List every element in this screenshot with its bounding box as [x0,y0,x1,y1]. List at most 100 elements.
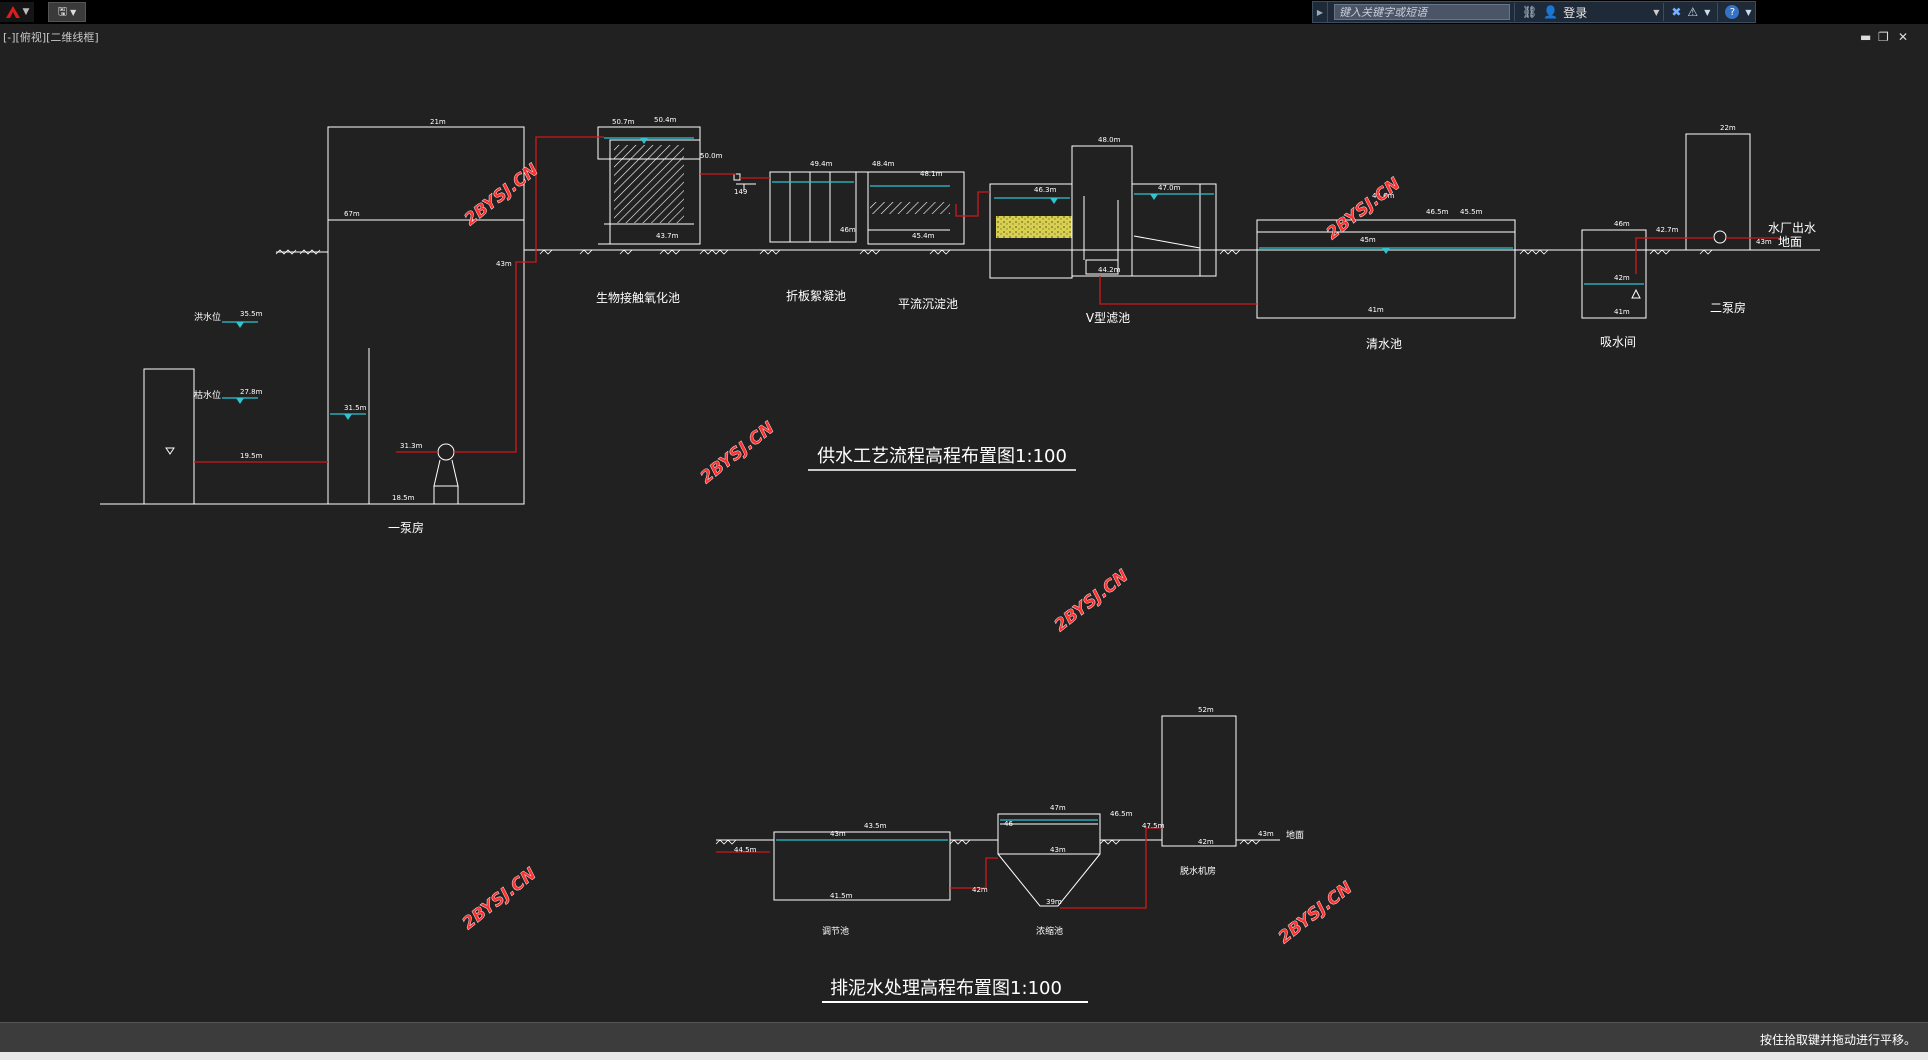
binoculars-icon[interactable]: ⛓ [1522,5,1538,19]
unit-label: 折板絮凝池 [786,288,846,303]
sloped-plates [870,202,950,214]
save-icon: 🖫 [57,4,68,18]
unit-label: 生物接触氧化池 [596,290,680,305]
unit-label: 一泵房 [388,520,424,535]
level-label: 45.4m [912,232,935,240]
level-label: 31.5m [344,404,367,412]
level-label: 67m [344,210,360,218]
level-label: 39m [1046,898,1062,906]
level-label: 46.5m [1426,208,1449,216]
watermark: 2BYSJ.CN [697,418,779,488]
level-label: 22m [1720,124,1736,132]
level-label: 43.5m [864,822,887,830]
pump-house-2 [1685,133,1751,251]
level-label: 35.5m [240,310,263,318]
chevron-down-icon: ▼ [22,7,30,17]
level-label: 46m [840,226,856,234]
divider [1514,3,1515,21]
level-label: 43m [1050,846,1066,854]
status-message: 按住拾取键并拖动进行平移。 [1759,1033,1916,1047]
level-label: 42m [972,886,988,894]
unit-label: 吸水间 [1600,335,1636,349]
intake-well [143,368,195,505]
unit-label: 脱水机房 [1180,865,1216,877]
unit-label: 枯水位 [194,389,221,401]
level-label: 52m [1198,706,1214,714]
level-label: 46 [1004,820,1013,828]
watermark: 2BYSJ.CN [1323,174,1405,244]
chevron-down-icon[interactable]: ▼ [1745,7,1752,17]
search-input[interactable] [1334,4,1510,20]
dewatering-house [1161,715,1237,847]
exchange-icon[interactable]: ✖ [1671,5,1682,19]
sedimentation-tank [867,171,965,245]
pump-icon [1713,230,1727,244]
level-label: 43.7m [656,232,679,240]
divider [1717,3,1719,21]
drawing-title-supply: 供水工艺流程高程布置图1:100 [817,446,1067,467]
unit-label: 清水池 [1366,337,1402,351]
quick-access-save-button[interactable]: 🖫 ▼ [48,2,86,22]
close-icon[interactable]: ✕ [1898,30,1909,44]
sludge-pipe [950,857,998,889]
level-label: 49.4m [810,160,833,168]
drawing-canvas[interactable]: 21m 67m 43m 31.5m 31.3m 18.5m 35.5m 27.8… [0,24,1928,1022]
level-label: 43m [1756,238,1772,246]
level-label: 48.4m [872,160,895,168]
level-label: 45.5m [1460,208,1483,216]
level-label: 44.6m [1372,192,1395,200]
unit-label: 水厂出水 [1768,221,1816,235]
level-label: 31.3m [400,442,423,450]
level-label: 41m [1368,306,1384,314]
minimize-icon[interactable]: ▬ [1860,30,1872,44]
unit-label: 浓缩池 [1036,925,1063,937]
unit-label: 地面 [1286,829,1304,841]
drawing-title-sludge: 排泥水处理高程布置图1:100 [830,978,1062,999]
level-label: 46.3m [1034,186,1057,194]
level-label: 27.8m [240,388,263,396]
unit-label: 平流沉淀池 [898,297,958,311]
expand-arrow-icon[interactable]: ▶ [1313,2,1328,22]
level-label: 19.5m [240,452,263,460]
watermark: 2BYSJ.CN [1051,566,1133,636]
level-label: 42m [1614,274,1630,282]
suction-well [1581,229,1647,319]
unit-label: V型滤池 [1086,311,1130,325]
level-label: 43m [830,830,846,838]
level-label: 41m [1614,308,1630,316]
watermark: 2BYSJ.CN [461,160,543,230]
level-label: 44.5m [734,846,757,854]
a360-icon[interactable]: ⚠ [1687,5,1699,19]
help-icon[interactable]: ? [1725,5,1740,19]
infocenter: ▶ ⛓ 👤 登录 ▼ ✖ ⚠ ▼ ? ▼ [1312,1,1756,23]
chevron-down-icon[interactable]: ▼ [1653,7,1660,17]
level-label: 50.4m [654,116,677,124]
viewport-controls[interactable]: [-][俯视][二维线框] [3,31,99,44]
chevron-down-icon: ▼ [70,7,77,17]
unit-label: 二泵房 [1710,300,1746,315]
flocculation-tank [769,171,857,243]
filter-media [996,216,1072,238]
unit-label: 地面 [1778,235,1802,249]
divider [1663,3,1665,21]
watermark: 2BYSJ.CN [1275,878,1357,948]
level-label: 47.5m [1142,822,1165,830]
unit-label: 调节池 [822,925,849,937]
level-label: 47.0m [1158,184,1181,192]
restore-icon[interactable]: ❐ [1878,30,1889,44]
level-label: 42m [1198,838,1214,846]
level-label: 50.7m [612,118,635,126]
user-icon: 👤 [1543,5,1559,19]
title-bar: ▼ 🖫 ▼ ▶ ⛓ 👤 登录 ▼ ✖ ⚠ ▼ ? ▼ [0,0,1928,24]
filtered-water-pipe [1099,276,1257,305]
level-label: 43m [1258,830,1274,838]
application-menu-button[interactable]: ▼ [0,2,34,22]
login-button[interactable]: 登录 [1563,5,1588,20]
level-label: 44.2m [1098,266,1121,274]
clear-water-tank [1256,219,1516,319]
pump-house-1 [327,126,525,505]
raw-water-pipe [396,136,604,453]
chevron-down-icon[interactable]: ▼ [1704,7,1711,17]
level-label: 149 [734,188,747,196]
level-label: 46.5m [1110,810,1133,818]
